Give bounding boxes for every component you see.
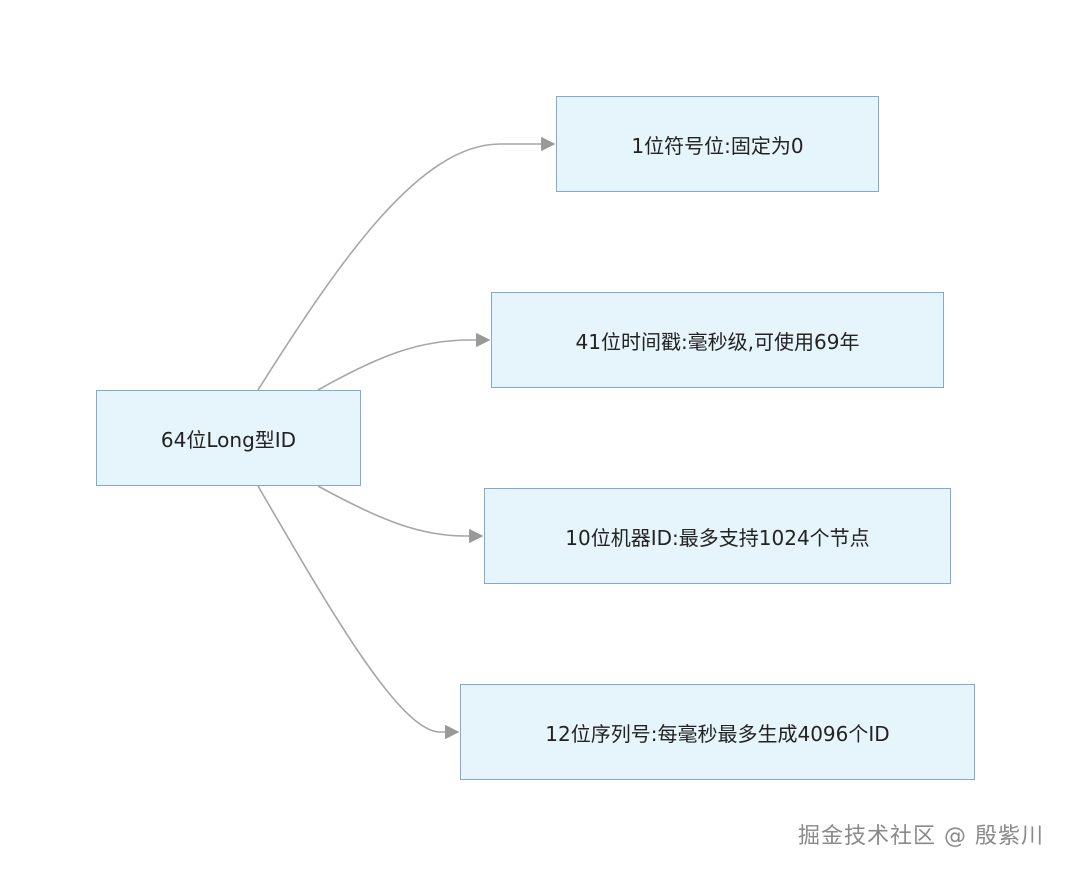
- machine-id-node: 10位机器ID:最多支持1024个节点: [484, 488, 951, 584]
- root-node-label: 64位Long型ID: [160, 427, 297, 452]
- sign-bit-node: 1位符号位:固定为0: [556, 96, 879, 192]
- edge-root-to-sequence: [257, 485, 460, 740]
- sequence-node: 12位序列号:每毫秒最多生成4096个ID: [460, 684, 975, 780]
- machine-id-label: 10位机器ID:最多支持1024个节点: [565, 525, 870, 550]
- sign-bit-label: 1位符号位:固定为0: [631, 133, 804, 158]
- timestamp-label: 41位时间戳:毫秒级,可使用69年: [575, 329, 860, 354]
- sequence-label: 12位序列号:每毫秒最多生成4096个ID: [545, 721, 890, 746]
- timestamp-node: 41位时间戳:毫秒级,可使用69年: [491, 292, 944, 388]
- edge-root-to-sign-bit: [257, 136, 556, 391]
- root-node: 64位Long型ID: [96, 390, 361, 486]
- watermark: 掘金技术社区 @ 殷紫川: [798, 824, 1044, 849]
- edge-root-to-timestamp: [317, 332, 491, 391]
- edge-root-to-machine-id: [317, 485, 484, 544]
